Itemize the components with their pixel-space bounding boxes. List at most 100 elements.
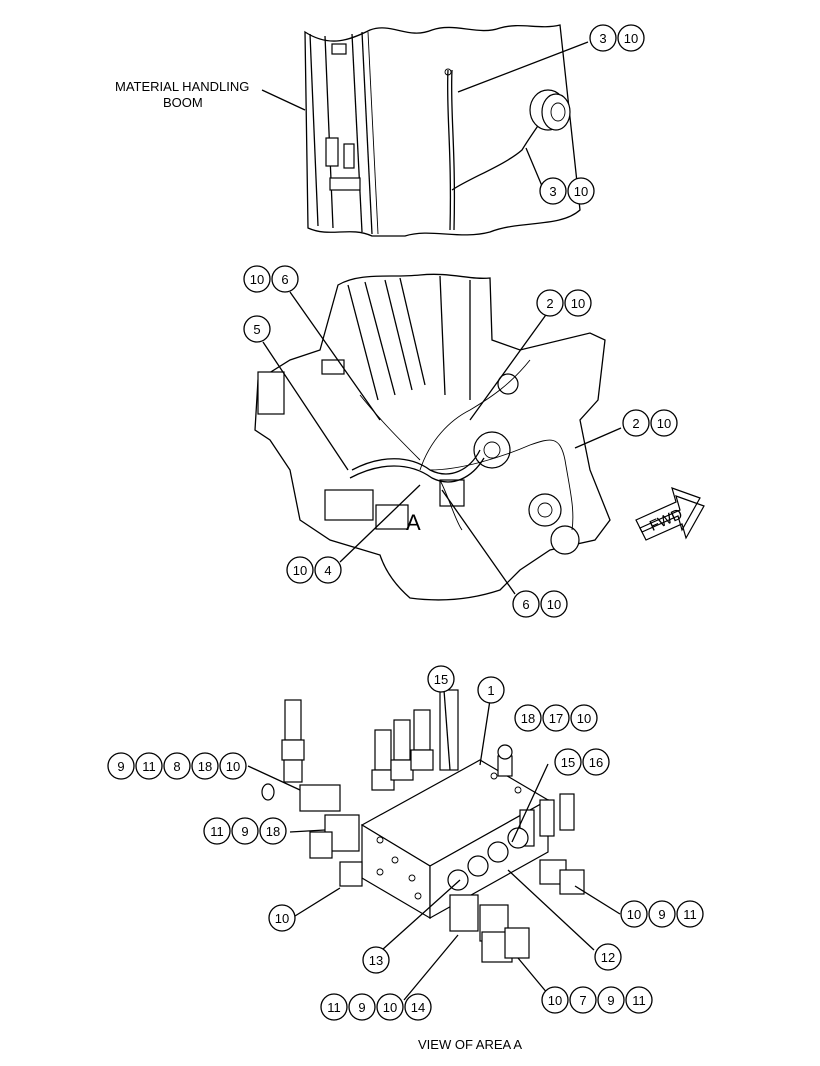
callout-c-bot-10: 12 [594,943,622,971]
callout-bubble [268,904,296,932]
callout-c-mid-6: 6 10 [512,590,568,618]
callout-number: 9 [241,824,248,839]
callout-bubble [376,993,404,1021]
callout-bubble [191,752,219,780]
boom-view: MATERIAL HANDLING BOOM [115,24,589,237]
callout-number: 9 [117,759,124,774]
callout-bubble [554,748,582,776]
callout-c-bot-2: 1 [477,676,505,704]
callout-bubble [259,817,287,845]
callout-number: 14 [411,1000,425,1015]
callout-number: 18 [266,824,280,839]
callout-number: 10 [275,911,289,926]
callout-number: 9 [358,1000,365,1015]
callout-number: 11 [210,824,224,839]
callout-bubble [567,177,595,205]
callout-bubble [594,943,622,971]
callout-number: 10 [627,907,641,922]
callout-number: 13 [369,953,383,968]
callout-number: 10 [574,184,588,199]
callout-bubble [625,986,653,1014]
callout-number: 11 [327,1000,341,1015]
callout-bubble [203,817,231,845]
callout-number: 6 [522,597,529,612]
callout-number: 10 [571,296,585,311]
callout-number: 10 [657,416,671,431]
callout-bubble [427,665,455,693]
callout-bubble [512,590,540,618]
callout-bubble [648,900,676,928]
callout-bubble [676,900,704,928]
callout-number: 2 [632,416,639,431]
callout-bubble [569,986,597,1014]
callout-c-bot-8: 10 9 11 [620,900,704,928]
callout-number: 10 [383,1000,397,1015]
callout-number: 18 [198,759,212,774]
callout-bubble [107,752,135,780]
callout-bubble [589,24,617,52]
callout-bubble [219,752,247,780]
callout-bubble [477,676,505,704]
callout-bubble [243,315,271,343]
callout-number: 15 [561,755,575,770]
callout-bubble [231,817,259,845]
callout-number: 11 [683,907,697,922]
callout-bubble [564,289,592,317]
callout-c-top-2: 3 10 [539,177,595,205]
callout-number: 6 [281,272,288,287]
callout-number: 10 [548,993,562,1008]
callout-number: 10 [226,759,240,774]
boom-label-line2: BOOM [163,95,203,110]
callout-number: 7 [579,993,586,1008]
area-letter: A [406,510,421,535]
callout-bubble [314,556,342,584]
callout-bubble [570,704,598,732]
callout-number: 11 [142,759,156,774]
callout-bubble [542,704,570,732]
callout-number: 8 [173,759,180,774]
callout-bubble [582,748,610,776]
callout-bubble [541,986,569,1014]
callout-number: 10 [250,272,264,287]
callout-number: 11 [632,993,646,1008]
callout-number: 15 [434,672,448,687]
callout-number: 10 [547,597,561,612]
callout-bubble [163,752,191,780]
callout-number: 3 [599,31,606,46]
callout-number: 16 [589,755,603,770]
callout-bubble [620,900,648,928]
callout-c-bot-4: 9 11 8 18 10 [107,752,247,780]
machine-view: A FWD [254,273,705,601]
callout-number: 3 [549,184,556,199]
callout-bubble [286,556,314,584]
callout-bubble [597,986,625,1014]
callout-bubble [135,752,163,780]
boom-label-line1: MATERIAL HANDLING [115,79,249,94]
callout-bubble [348,993,376,1021]
callout-c-top-1: 3 10 [589,24,645,52]
view-caption: VIEW OF AREA A [418,1037,522,1052]
callout-c-bot-9: 13 [362,946,390,974]
callout-number: 10 [293,563,307,578]
callout-c-bot-6: 11 9 18 [203,817,287,845]
callout-number: 10 [577,711,591,726]
callout-number: 18 [521,711,535,726]
callout-number: 9 [658,907,665,922]
callout-bubble [536,289,564,317]
valve-view: VIEW OF AREA A [247,689,621,1052]
callout-bubble [617,24,645,52]
callout-bubble [271,265,299,293]
callout-number: 5 [253,322,260,337]
callout-bubble [650,409,678,437]
callout-number: 10 [624,31,638,46]
callout-c-mid-4: 2 10 [622,409,678,437]
callout-number: 12 [601,950,615,965]
callout-c-mid-1: 10 6 [243,265,299,293]
callout-bubble [320,993,348,1021]
